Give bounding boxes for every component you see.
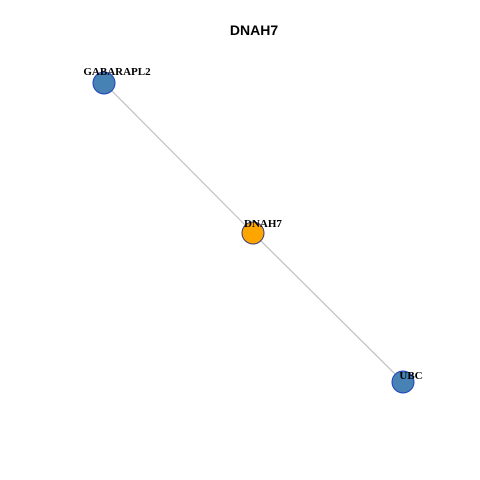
node-ubc[interactable] bbox=[391, 370, 415, 394]
node-dnah7[interactable] bbox=[241, 221, 265, 245]
diagram-title: DNAH7 bbox=[230, 22, 278, 38]
edge-dnah7-ubc bbox=[252, 232, 404, 383]
node-label-dnah7: DNAH7 bbox=[244, 218, 282, 230]
node-label-ubc: UBC bbox=[399, 370, 422, 382]
node-gabarapl2[interactable] bbox=[92, 71, 116, 95]
edge-gabarapl2-dnah7 bbox=[103, 82, 254, 234]
edge-layer bbox=[103, 82, 404, 383]
node-label-gabarapl2: GABARAPL2 bbox=[83, 66, 151, 78]
